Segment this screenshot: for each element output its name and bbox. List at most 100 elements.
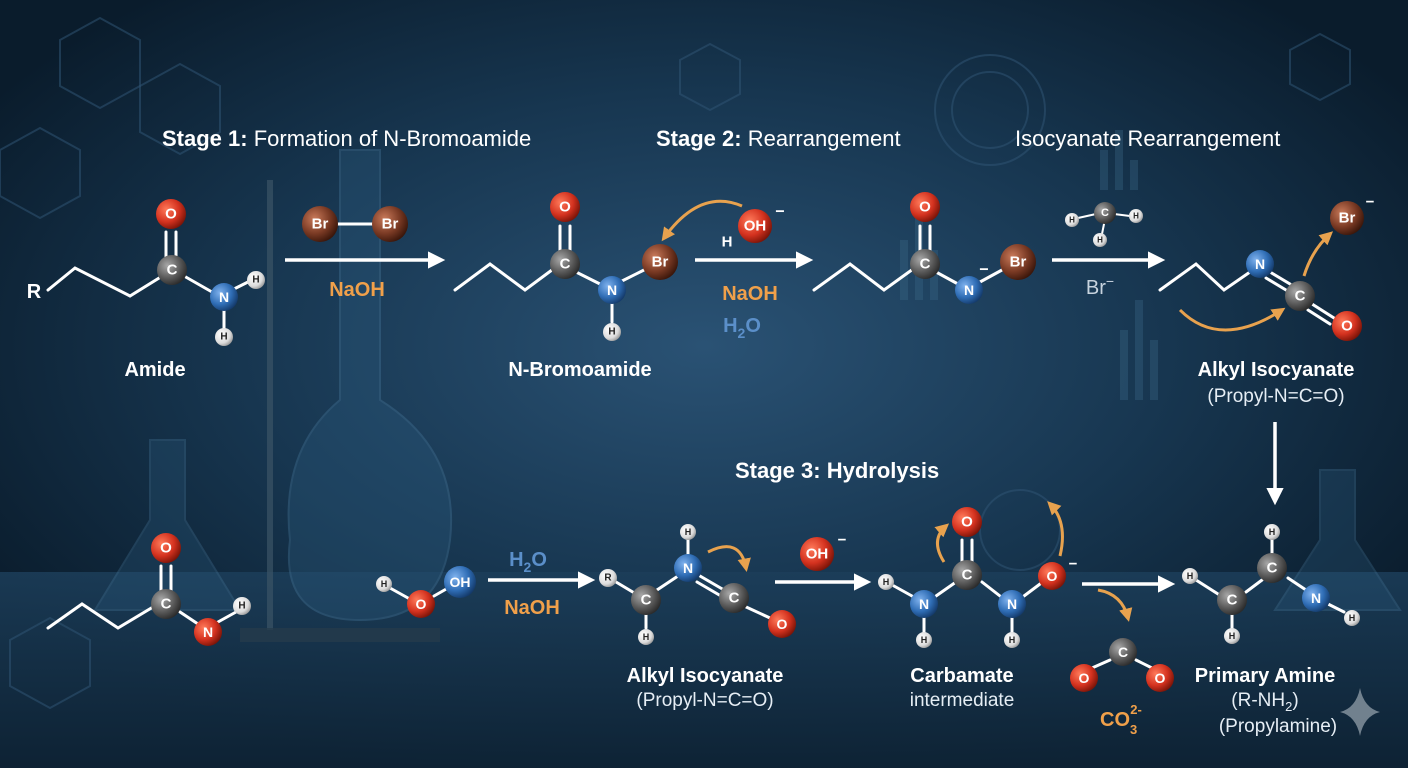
atom-h: H xyxy=(1065,213,1079,227)
label-primary-amine: Primary Amine xyxy=(1195,665,1335,687)
atom-o: O xyxy=(1070,664,1098,692)
svg-text:N: N xyxy=(919,596,929,612)
svg-text:O: O xyxy=(1079,670,1090,686)
molecule-amide: R O C N H H xyxy=(27,199,265,346)
svg-text:H: H xyxy=(1009,635,1016,645)
atom-br: Br xyxy=(372,206,408,242)
atom-h: H xyxy=(603,323,621,341)
atom-c: C xyxy=(1285,281,1315,311)
svg-text:N: N xyxy=(683,560,693,576)
atom-h: H xyxy=(1224,628,1240,644)
atom-n: N xyxy=(998,590,1026,618)
svg-text:O: O xyxy=(961,514,973,531)
atom-o: O xyxy=(910,192,940,222)
svg-text:Br: Br xyxy=(382,216,399,233)
svg-text:H: H xyxy=(1269,527,1276,537)
atom-h: H xyxy=(916,632,932,648)
svg-text:−: − xyxy=(979,262,988,279)
svg-text:−: − xyxy=(775,204,784,221)
label-alkyl-isocyanate-bottom-sub: (Propyl-N=C=O) xyxy=(636,690,773,711)
svg-text:R: R xyxy=(604,573,612,584)
svg-text:C: C xyxy=(560,256,571,273)
svg-text:O: O xyxy=(1155,670,1166,686)
svg-text:H: H xyxy=(643,632,650,642)
label-primary-amine-formula: (R-NH2) xyxy=(1231,690,1298,714)
svg-text:O: O xyxy=(1341,318,1353,335)
svg-text:OH: OH xyxy=(450,574,471,590)
svg-text:H: H xyxy=(1187,571,1194,581)
svg-text:N: N xyxy=(219,289,229,305)
atom-h: H xyxy=(878,574,894,590)
svg-text:C: C xyxy=(1267,560,1278,577)
svg-text:C: C xyxy=(161,596,172,613)
svg-text:OH: OH xyxy=(744,218,767,235)
reagent-bromine: Br Br xyxy=(302,206,408,242)
label-carbamate: Carbamate xyxy=(910,665,1013,687)
leaving-bromide: Br− xyxy=(1086,273,1114,299)
svg-text:O: O xyxy=(1047,568,1058,584)
svg-text:N: N xyxy=(1007,596,1017,612)
atom-n: N xyxy=(955,276,983,304)
atom-br: Br xyxy=(642,244,678,280)
sparkle-icon xyxy=(1340,688,1380,736)
svg-text:N: N xyxy=(1255,256,1265,272)
reagent-naoh-2: NaOH xyxy=(722,283,778,305)
atom-r: R xyxy=(599,569,617,587)
atom-h: H xyxy=(1004,632,1020,648)
stage-2-title: Stage 2: Rearrangement xyxy=(656,126,901,151)
atom-c: C xyxy=(1257,553,1287,583)
atom-o: O xyxy=(407,590,435,618)
atom-o: O xyxy=(952,507,982,537)
curl-arrow-1 xyxy=(661,199,743,242)
atom-c: C xyxy=(952,560,982,590)
atom-br: Br xyxy=(302,206,338,242)
reagent-naoh-1: NaOH xyxy=(329,279,385,301)
reagent-naoh-3: NaOH xyxy=(504,597,560,619)
atom-h: H xyxy=(1129,209,1143,223)
label-alkyl-isocyanate-top-sub: (Propyl-N=C=O) xyxy=(1207,386,1344,407)
atom-h: H xyxy=(680,524,696,540)
svg-text:H: H xyxy=(883,577,890,587)
atom-oh: OH xyxy=(738,209,772,243)
svg-text:Br: Br xyxy=(652,254,669,271)
svg-text:C: C xyxy=(1227,592,1238,609)
background-decoration xyxy=(0,16,1402,710)
svg-text:O: O xyxy=(919,199,931,216)
atom-h: H xyxy=(1093,233,1107,247)
label-carbonate: CO32- xyxy=(1100,702,1142,737)
atom-n: N xyxy=(210,283,238,311)
hydroxide-ion-2: OH − xyxy=(800,532,847,571)
water-molecule: H O OH xyxy=(376,566,476,618)
svg-text:N: N xyxy=(1311,590,1321,606)
svg-text:H: H xyxy=(220,332,227,343)
atom-h: H xyxy=(376,576,392,592)
atom-h: H xyxy=(638,629,654,645)
r-group: R xyxy=(27,281,42,303)
svg-text:H: H xyxy=(608,327,615,338)
atom-h: H xyxy=(247,271,265,289)
atom-n: N xyxy=(1246,250,1274,278)
label-carbamate-sub: intermediate xyxy=(910,690,1015,711)
atom-c: C xyxy=(1217,585,1247,615)
curl-arrow-7 xyxy=(1097,588,1133,622)
svg-text:C: C xyxy=(962,567,973,584)
reagent-h2o-2: H2O xyxy=(723,315,761,341)
molecule-carbamate: H N H C O N H O − xyxy=(878,507,1078,648)
svg-text:H: H xyxy=(685,527,692,537)
molecule-amide-bottom: O C N H xyxy=(46,533,251,646)
atom-c: C xyxy=(157,255,187,285)
atom-n: N xyxy=(194,618,222,646)
svg-text:O: O xyxy=(416,596,427,612)
atom-o: O xyxy=(1332,311,1362,341)
svg-text:N: N xyxy=(607,282,617,298)
svg-text:H: H xyxy=(1069,216,1075,225)
svg-text:O: O xyxy=(777,616,788,632)
atom-n: N xyxy=(1302,584,1330,612)
atom-c: C xyxy=(910,249,940,279)
svg-text:H: H xyxy=(252,275,259,286)
carbonate-ion: C O O xyxy=(1070,638,1174,692)
svg-text:−: − xyxy=(1069,556,1078,573)
label-alkyl-isocyanate-top: Alkyl Isocyanate xyxy=(1198,359,1355,381)
reagent-h2o-3: H2O xyxy=(509,549,547,575)
